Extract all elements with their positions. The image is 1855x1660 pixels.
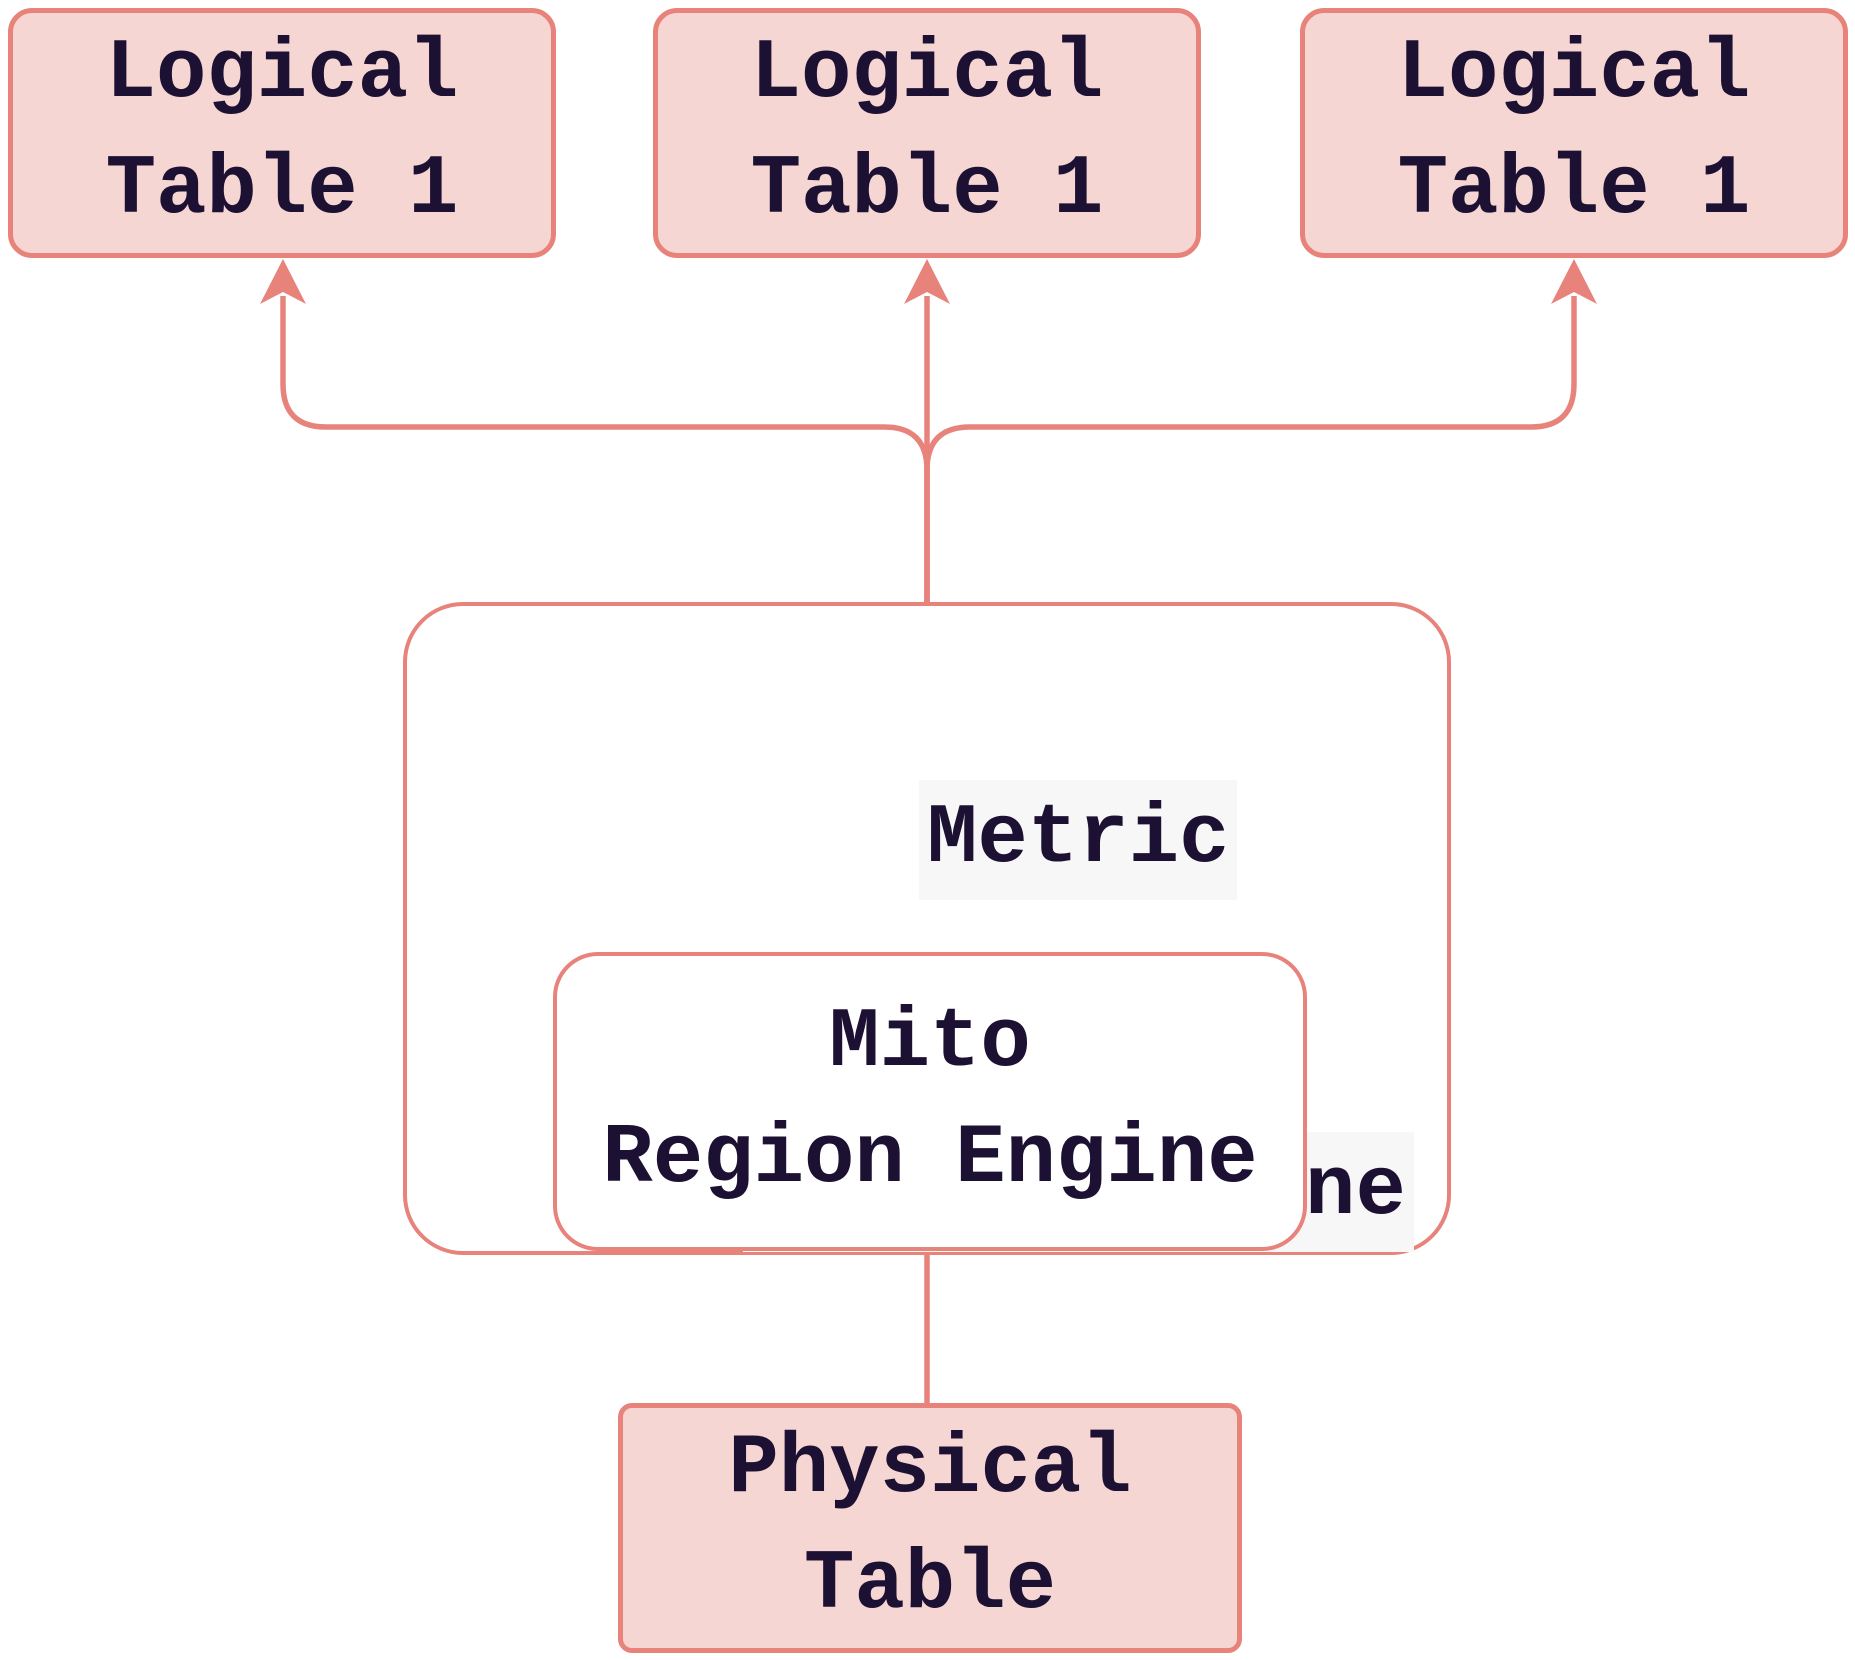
node-logical-table-right: Logical Table 1 bbox=[1300, 8, 1848, 258]
node-label-line: Logical bbox=[105, 27, 459, 122]
node-logical-table-middle: Logical Table 1 bbox=[653, 8, 1201, 258]
node-label-line: Logical bbox=[1397, 27, 1751, 122]
node-label-line: Physical bbox=[728, 1422, 1132, 1517]
node-label-line: Table 1 bbox=[750, 143, 1104, 238]
edge-metric-to-logical-right bbox=[924, 296, 1577, 602]
node-label-line: Table bbox=[803, 1538, 1057, 1633]
node-label-line: Mito bbox=[829, 995, 1031, 1091]
node-label-line: Table 1 bbox=[105, 143, 459, 238]
node-label-line: Region Engine bbox=[602, 1111, 1258, 1207]
node-mito-region-engine: Mito Region Engine bbox=[553, 952, 1307, 1251]
node-label-line: Metric bbox=[617, 664, 1238, 1016]
edge-metric-to-logical-left bbox=[280, 296, 930, 602]
arrowhead-logical-middle bbox=[904, 259, 950, 304]
node-physical-table: Physical Table bbox=[618, 1403, 1242, 1653]
node-label-line: Table 1 bbox=[1397, 143, 1751, 238]
arrowhead-logical-right bbox=[1551, 259, 1597, 304]
node-label-line: Logical bbox=[750, 27, 1104, 122]
node-logical-table-left: Logical Table 1 bbox=[8, 8, 556, 258]
arrowhead-logical-left bbox=[260, 259, 306, 304]
